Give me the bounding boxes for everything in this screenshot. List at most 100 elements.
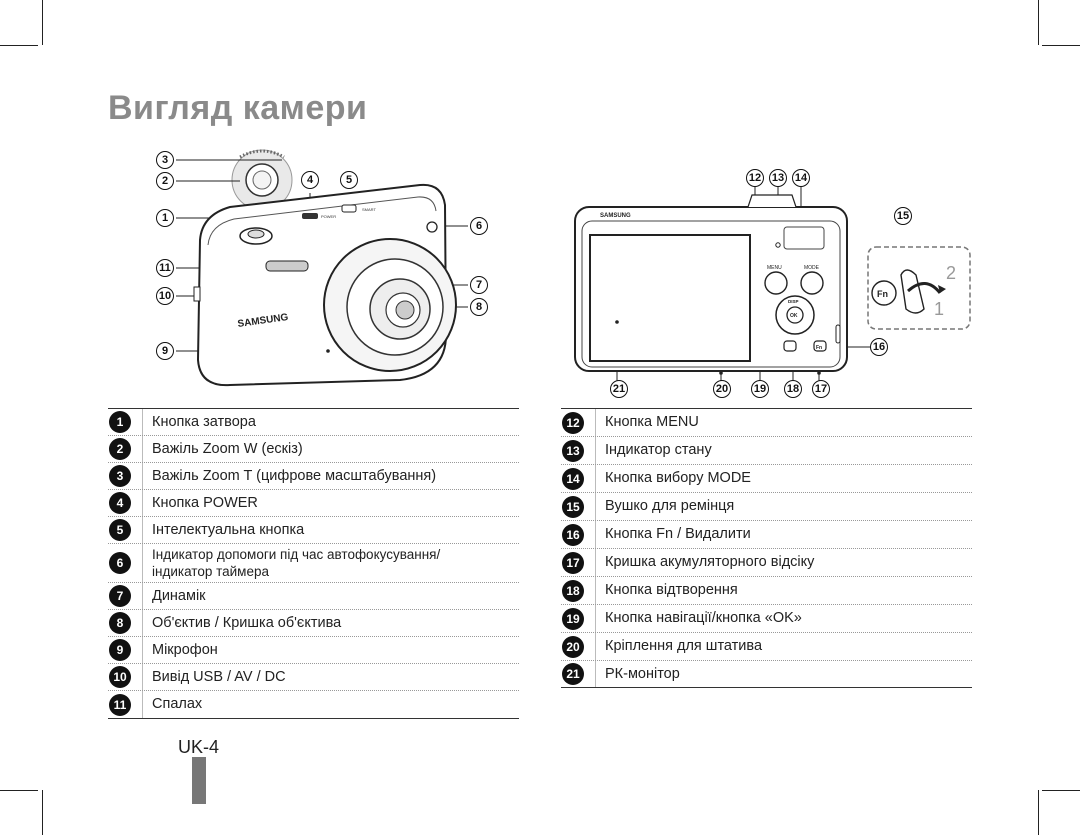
legend-text: Мікрофон xyxy=(152,641,218,658)
callout-20: 20 xyxy=(713,380,731,398)
smart-text: SMART xyxy=(362,207,376,212)
legend-row: 3 Важіль Zoom T (цифрове масштабування) xyxy=(108,463,519,490)
legend-row: 2 Важіль Zoom W (ескіз) xyxy=(108,436,519,463)
legend-text: Важіль Zoom T (цифрове масштабування) xyxy=(152,467,437,484)
fn-text-back: Fn xyxy=(816,345,822,351)
legend-number: 13 xyxy=(562,439,584,462)
legend-text: Інтелектуальна кнопка xyxy=(152,521,305,538)
legend-number: 5 xyxy=(109,519,131,541)
legend-number: 6 xyxy=(109,552,131,574)
callout-21: 21 xyxy=(610,380,628,398)
page-title: Вигляд камери xyxy=(108,89,368,127)
crop-mark xyxy=(1042,790,1080,791)
legend-text: Спалах xyxy=(152,696,203,712)
legend-row: 4 Кнопка POWER xyxy=(108,490,519,517)
callout-16: 16 xyxy=(870,338,888,356)
legend-number: 16 xyxy=(562,523,584,546)
callout-10: 10 xyxy=(156,287,174,305)
legend-number: 3 xyxy=(109,465,131,487)
fn-text-inset: Fn xyxy=(877,289,888,299)
camera-front-illustration: POWER SMART SAMSUNG xyxy=(176,149,468,387)
legend-text: Кнопка відтворення xyxy=(605,582,738,598)
step-2-text: 2 xyxy=(946,263,956,283)
legend-text: Кріплення для штатива xyxy=(605,638,763,654)
callout-18: 18 xyxy=(784,380,802,398)
legend-number: 19 xyxy=(562,607,584,630)
legend-number: 1 xyxy=(109,411,131,433)
legend-text: РК-монітор xyxy=(605,665,680,682)
crop-mark xyxy=(1038,0,1039,45)
legend-text: Кришка акумуляторного відсіку xyxy=(605,554,815,570)
callout-15: 15 xyxy=(894,207,912,225)
callout-12: 12 xyxy=(746,169,764,187)
callout-7: 7 xyxy=(470,276,488,294)
callout-6: 6 xyxy=(470,217,488,235)
legend-row: 19 Кнопка навігації/кнопка «OK» xyxy=(561,605,972,633)
page-number: UK-4 xyxy=(178,737,220,757)
legend-row: 1 Кнопка затвора xyxy=(108,409,519,436)
power-text: POWER xyxy=(321,214,336,219)
mode-text: MODE xyxy=(804,265,820,271)
legend-number: 10 xyxy=(109,666,131,688)
crop-mark xyxy=(0,790,38,791)
legend-row: 20 Кріплення для штатива xyxy=(561,633,972,661)
legend-row: 5 Інтелектуальна кнопка xyxy=(108,517,519,544)
legend-row: 10 Вивід USB / AV / DC xyxy=(108,664,519,691)
legend-text: Важіль Zoom W (ескіз) xyxy=(152,440,303,457)
legend-number: 15 xyxy=(562,495,584,518)
callout-1: 1 xyxy=(156,209,174,227)
legend-number: 20 xyxy=(562,635,584,658)
crop-mark xyxy=(0,45,38,46)
crop-mark xyxy=(42,790,43,835)
crop-mark xyxy=(1042,45,1080,46)
legend-row: 18 Кнопка відтворення xyxy=(561,577,972,605)
legend-text: Вивід USB / AV / DC xyxy=(152,668,286,685)
legend-text: Кнопка MENU xyxy=(605,414,699,430)
legend-left: 1 Кнопка затвора 2 Важіль Zoom W (ескіз) 3… xyxy=(108,408,519,719)
legend-text: Кнопка навігації/кнопка «OK» xyxy=(605,610,802,626)
legend-number: 7 xyxy=(109,585,131,607)
crop-mark xyxy=(1038,790,1039,835)
legend-row: 11 Спалах xyxy=(108,691,519,718)
ok-text: OK xyxy=(790,313,798,319)
legend-text: Вушко для ремінця xyxy=(605,498,735,514)
legend-row: 7 Динамік xyxy=(108,583,519,610)
callout-5: 5 xyxy=(340,171,358,189)
legend-text: Динамік xyxy=(152,587,206,604)
strap-inset-illustration: Fn 2 1 xyxy=(867,246,971,330)
menu-text: MENU xyxy=(767,265,782,271)
legend-text: Об'єктив / Кришка об'єктива xyxy=(152,614,342,631)
callout-19: 19 xyxy=(751,380,769,398)
legend-number: 21 xyxy=(562,663,584,685)
legend-number: 17 xyxy=(562,551,584,574)
legend-row: 13 Індикатор стану xyxy=(561,437,972,465)
legend-text: Кнопка вибору MODE xyxy=(605,470,751,486)
legend-text: Кнопка затвора xyxy=(152,413,256,430)
legend-row: 15 Вушко для ремінця xyxy=(561,493,972,521)
legend-number: 12 xyxy=(562,411,584,434)
legend-row: 6 Індикатор допомоги під час автофокусува… xyxy=(108,544,519,583)
legend-number: 8 xyxy=(109,612,131,634)
callout-17: 17 xyxy=(812,380,830,398)
legend-row: 16 Кнопка Fn / Видалити xyxy=(561,521,972,549)
legend-text: Індикатор стану xyxy=(605,442,712,458)
camera-back-illustration: SAMSUNG MENU MODE OK DISP Fn xyxy=(574,185,872,385)
callout-3: 3 xyxy=(156,151,174,169)
legend-number: 2 xyxy=(109,438,131,460)
legend-text: Індикатор допомоги під час автофокусуван… xyxy=(152,547,441,579)
crop-mark xyxy=(42,0,43,45)
legend-number: 4 xyxy=(109,492,131,514)
legend-number: 11 xyxy=(109,693,131,716)
callout-14: 14 xyxy=(792,169,810,187)
callout-13: 13 xyxy=(769,169,787,187)
callout-2: 2 xyxy=(156,172,174,190)
legend-row: 9 Мікрофон xyxy=(108,637,519,664)
legend-text: Кнопка POWER xyxy=(152,494,258,511)
legend-number: 18 xyxy=(562,579,584,602)
callout-4: 4 xyxy=(301,171,319,189)
legend-number: 9 xyxy=(109,639,131,661)
legend-text: Кнопка Fn / Видалити xyxy=(605,526,751,542)
legend-row: 21 РК-монітор xyxy=(561,661,972,687)
